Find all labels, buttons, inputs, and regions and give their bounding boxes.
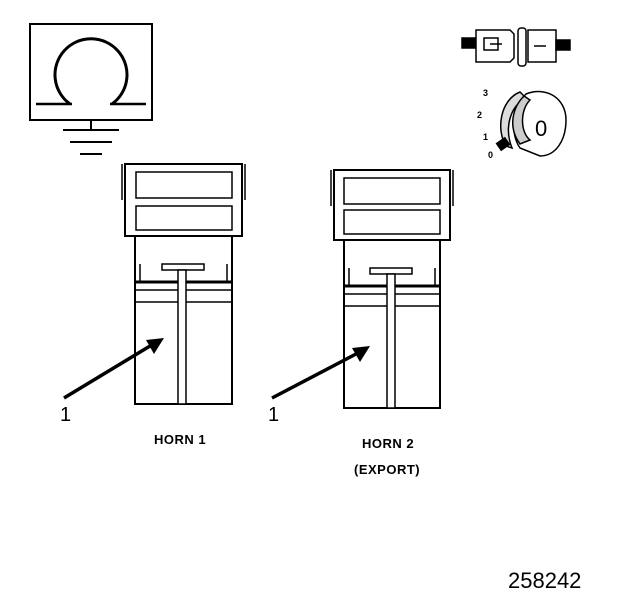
horn-2-fuse: [330, 169, 454, 409]
horn-2-caption: HORN 2: [362, 436, 415, 451]
figure-number: 258242: [508, 568, 582, 593]
callout-number-1: 1: [60, 404, 72, 426]
ignition-position-3: 3: [483, 88, 489, 98]
connector-icon: [461, 27, 571, 67]
ignition-key-label: 0: [535, 116, 548, 141]
ignition-key-icon: [495, 90, 567, 157]
callout-arrow-2: [271, 346, 370, 400]
callout-number-2: 1: [268, 404, 280, 426]
horn-1-fuse: [121, 163, 246, 405]
ignition-position-1: 1: [483, 132, 489, 142]
ignition-position-0: 0: [488, 150, 494, 160]
ground-icon: [63, 120, 119, 155]
horn-symbol-icon: [29, 23, 153, 121]
ignition-position-2: 2: [477, 110, 483, 120]
horn-2-caption-export: (EXPORT): [354, 462, 421, 477]
horn-1-caption: HORN 1: [154, 432, 207, 447]
callout-arrow-1: [63, 338, 164, 400]
